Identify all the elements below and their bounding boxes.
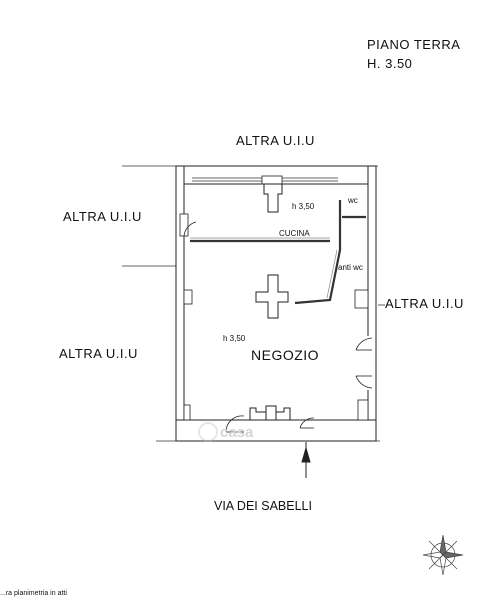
height-shop-label: h 3,50 (223, 334, 246, 343)
neighbour-label-right: ALTRA U.I.U (385, 296, 464, 311)
wc-partition (294, 200, 342, 305)
entrance-arrow (301, 442, 311, 478)
neighbour-label-left-lower: ALTRA U.I.U (59, 346, 138, 361)
kitchen-label: CUCINA (279, 229, 310, 238)
pillar-center (255, 274, 289, 319)
street-label: VIA DEI SABELLI (214, 499, 312, 513)
floor-label: PIANO TERRA (367, 37, 461, 52)
pillar-top (263, 183, 283, 213)
neighbour-label-left-upper: ALTRA U.I.U (63, 209, 142, 224)
watermark-logo (198, 422, 218, 442)
height-label: H. 3.50 (367, 56, 413, 71)
watermark-text: casa (220, 424, 254, 441)
wc-label: wc (348, 196, 358, 205)
left-wall (175, 165, 185, 442)
compass-icon (422, 534, 464, 576)
footer-note: ...ra planimetria in atti (0, 590, 67, 597)
neighbour-label-top: ALTRA U.I.U (236, 133, 315, 148)
height-kitchen-label: h 3,50 (292, 202, 315, 211)
right-wall (367, 165, 377, 442)
shop-label: NEGOZIO (251, 347, 320, 363)
anti-wc-label: anti wc (338, 263, 363, 272)
